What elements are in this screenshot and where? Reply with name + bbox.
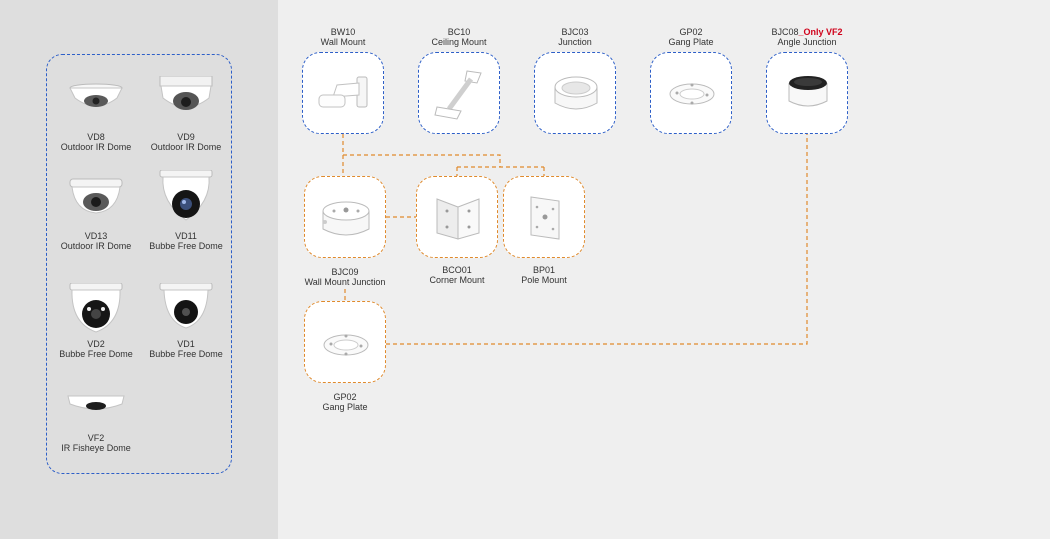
accessory-bw10[interactable]: [302, 52, 384, 134]
fisheye-camera-icon: [51, 392, 141, 433]
camera-vd2[interactable]: VD2 Bubbe Free Dome: [51, 282, 141, 359]
gang-plate-icon: [323, 334, 369, 356]
bubble-dome-camera-icon: [141, 282, 231, 339]
camera-description: IR Fisheye Dome: [61, 443, 131, 453]
camera-model: VD11: [175, 231, 197, 241]
label-gp02-bottom: GP02 Gang Plate: [285, 392, 405, 412]
dome-camera-icon: [51, 76, 141, 132]
model-code: BW10: [330, 27, 356, 37]
label-bjc09: BJC09 Wall Mount Junction: [285, 267, 405, 287]
accessory-bjc03[interactable]: [534, 52, 616, 134]
model-code: BJC08: [771, 27, 799, 37]
dome-camera-icon: [51, 175, 141, 231]
model-code: BCO01: [442, 265, 472, 275]
accessory-gp02-bottom[interactable]: [304, 301, 386, 383]
camera-vd9[interactable]: VD9 Outdoor IR Dome: [141, 75, 231, 152]
camera-model: VD8: [87, 132, 105, 142]
label-bjc03: BJC03 Junction: [515, 27, 635, 47]
model-code: BJC09: [331, 267, 359, 277]
camera-vd1[interactable]: VD1 Bubbe Free Dome: [141, 282, 231, 359]
model-description: Junction: [558, 36, 592, 47]
connector-gp02-bjc08: [386, 134, 808, 345]
ceiling-mount-icon: [434, 70, 482, 120]
model-description: Gang Plate: [322, 401, 368, 412]
model-code: BP01: [532, 265, 556, 275]
camera-vd11[interactable]: VD11 Bubbe Free Dome: [141, 169, 231, 251]
label-gp02-top: GP02 Gang Plate: [631, 27, 751, 47]
accessory-bjc08[interactable]: [766, 52, 848, 134]
accessory-bjc09[interactable]: [304, 176, 386, 258]
model-code-line: BJC08_Only VF2: [747, 27, 867, 38]
model-code: BC10: [447, 27, 471, 37]
gang-plate-icon: [669, 83, 715, 105]
camera-vf2[interactable]: VF2 IR Fisheye Dome: [51, 392, 141, 453]
label-bjc08: BJC08_Only VF2 Angle Junction: [747, 27, 867, 47]
bubble-dome-camera-icon: [51, 282, 141, 339]
model-code: GP02: [333, 392, 357, 402]
camera-description: Outdoor IR Dome: [60, 241, 132, 251]
camera-description: Bubbe Free Dome: [149, 349, 223, 359]
model-description: Wall Mount: [320, 36, 366, 47]
camera-model: VD13: [84, 231, 108, 241]
model-description: Pole Mount: [521, 274, 567, 285]
model-description: Angle Junction: [777, 36, 837, 47]
label-bco01: BCO01 Corner Mount: [397, 265, 517, 285]
camera-model: VD9: [177, 132, 195, 142]
label-bp01: BP01 Pole Mount: [484, 265, 604, 285]
bubble-dome-camera-icon: [141, 169, 231, 231]
angle-junction-icon: [788, 76, 828, 107]
model-description: Gang Plate: [668, 36, 714, 47]
camera-model: VF2: [87, 433, 105, 443]
label-bc10: BC10 Ceiling Mount: [399, 27, 519, 47]
model-code: GP02: [679, 27, 703, 37]
camera-model: VD1: [177, 339, 195, 349]
connector-bracket-top: [343, 154, 501, 167]
camera-description: Outdoor IR Dome: [150, 142, 222, 152]
model-description: Corner Mount: [429, 274, 485, 285]
label-bw10: BW10 Wall Mount: [283, 27, 403, 47]
camera-group: [46, 54, 232, 474]
camera-description: Outdoor IR Dome: [60, 142, 132, 152]
pole-mount-icon: [530, 196, 560, 240]
dome-camera-icon: [141, 75, 231, 132]
accessory-bp01[interactable]: [503, 176, 585, 258]
camera-description: Bubbe Free Dome: [59, 349, 133, 359]
wall-mount-icon: [318, 76, 368, 108]
model-description: Wall Mount Junction: [304, 276, 386, 287]
accessory-gp02-top[interactable]: [650, 52, 732, 134]
model-description: Ceiling Mount: [431, 36, 487, 47]
junction-box-icon: [322, 201, 370, 236]
junction-box-icon: [554, 76, 598, 110]
camera-model: VD2: [87, 339, 105, 349]
camera-vd13[interactable]: VD13 Outdoor IR Dome: [51, 175, 141, 251]
model-code: BJC03: [561, 27, 589, 37]
camera-vd8[interactable]: VD8 Outdoor IR Dome: [51, 76, 141, 152]
camera-description: Bubbe Free Dome: [149, 241, 223, 251]
corner-mount-icon: [436, 198, 480, 240]
compatibility-note: _Only VF2: [798, 27, 843, 37]
accessory-bc10[interactable]: [418, 52, 500, 134]
accessory-bco01[interactable]: [416, 176, 498, 258]
